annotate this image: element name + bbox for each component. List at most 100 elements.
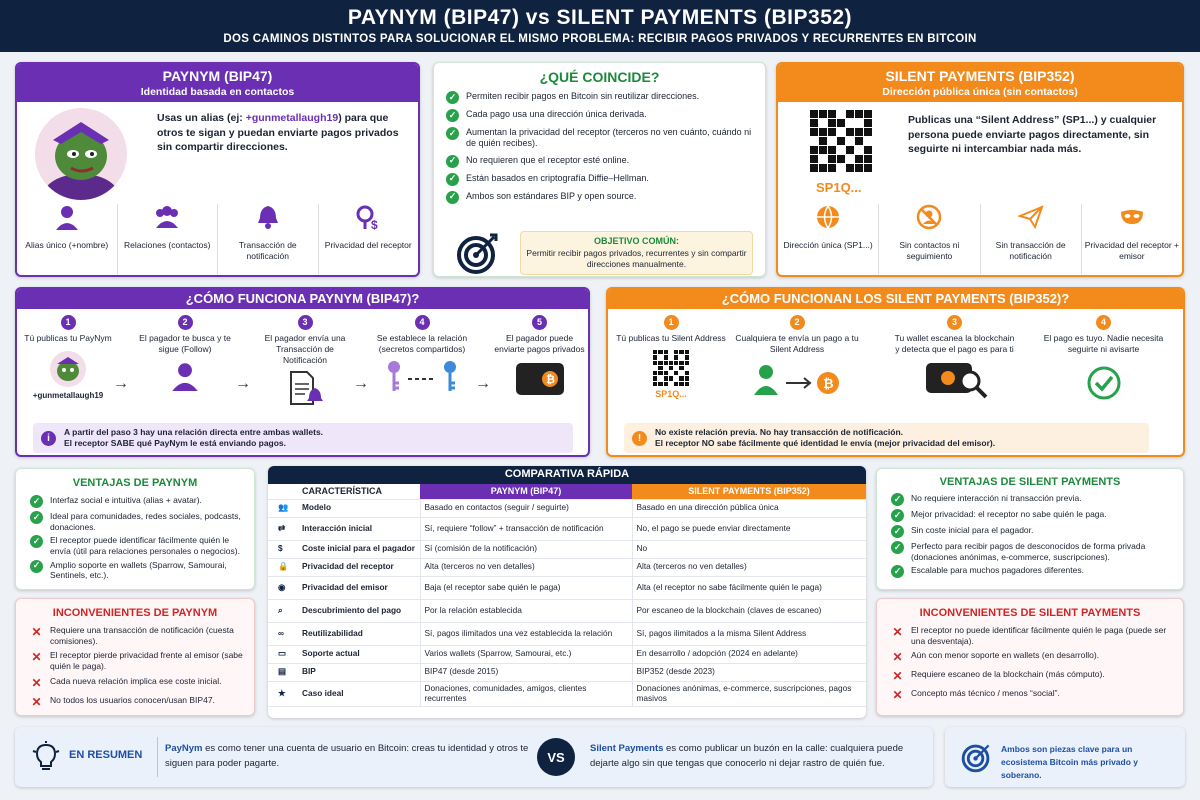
search-icon: ⌕: [278, 604, 283, 615]
paynym-card-header: PAYNYM (BIP47) Identidad basada en conta…: [17, 64, 418, 102]
table-cell-silent: Basado en una dirección pública única: [631, 499, 866, 518]
silent-step-1: 1 Tú publicas tu Silent Address SP1Q...: [616, 315, 726, 400]
cons-paynym-card: INCONVENIENTES DE PAYNYM ✕Requiere una t…: [15, 598, 255, 716]
info-icon: i: [41, 430, 56, 446]
table-header-silent: SILENT PAYMENTS (BIP352): [632, 484, 866, 500]
list-item: ✓Están basados en criptografía Diffie–He…: [446, 172, 758, 186]
page-subtitle: DOS CAMINOS DISTINTOS PARA SOLUCIONAR EL…: [223, 33, 977, 45]
how-silent-note: ! No existe relación previa. No hay tran…: [624, 423, 1149, 453]
paynym-step-4: 4 Se establece la relación (secretos com…: [372, 315, 472, 398]
list-item: ✓Escalable para muchos pagadores diferen…: [891, 565, 1173, 579]
check-icon: ✓: [446, 91, 459, 104]
dollar-icon: $: [278, 543, 283, 554]
pros-silent-list: ✓No requiere interacción ni transacción …: [877, 488, 1183, 579]
no-contacts-icon: [917, 204, 942, 230]
bitcoin-wallet-icon: ₿: [515, 363, 564, 396]
arrow-icon: →: [353, 375, 369, 392]
check-icon: ✓: [30, 495, 43, 508]
paynym-card: PAYNYM (BIP47) Identidad basada en conta…: [15, 62, 420, 277]
how-silent-card: ¿CÓMO FUNCIONAN LOS SILENT PAYMENTS (BIP…: [606, 287, 1185, 457]
how-paynym-card: ¿CÓMO FUNCIONA PAYNYM (BIP47)? 1 Tú publ…: [15, 287, 590, 457]
table-row: 👥Modelo Basado en contactos (seguir / se…: [268, 499, 866, 518]
check-icon: ✓: [891, 493, 904, 506]
check-icon: ✓: [446, 109, 459, 122]
table-cell-silent: Donaciones anónimas, e-commerce, suscrip…: [631, 681, 866, 707]
cross-icon: ✕: [892, 625, 903, 639]
table-header-feature: CARACTERÍSTICA: [268, 484, 420, 500]
table-cell-paynym: Sí (comisión de la notificación): [419, 540, 632, 559]
paynym-feature-alias: Alias único (+nombre): [17, 204, 118, 274]
vs-badge: VS: [537, 738, 575, 776]
check-icon: ✓: [30, 559, 43, 573]
check-circle-icon: [1087, 366, 1120, 400]
paynym-step-1: 1 Tú publicas tu PayNym +gunmetallaugh19: [24, 315, 112, 401]
table-cell-feature: ▭Soporte actual: [268, 645, 420, 664]
table-row: ⌕Descubrimiento del pago Por la relación…: [268, 599, 866, 623]
paynym-features: Alias único (+nombre) Relaciones (contac…: [17, 204, 418, 274]
table-row: ∞Reutilizabilidad Sí, pagos ilimitados u…: [268, 622, 866, 646]
svg-text:$: $: [371, 218, 378, 230]
lock-icon: 🔒: [278, 561, 289, 572]
table-cell-paynym: Varios wallets (Sparrow, Samourai, etc.): [419, 645, 632, 664]
paynym-feature-privacy: $ Privacidad del receptor: [319, 204, 419, 274]
list-item: ✓Aumentan la privacidad del receptor (te…: [446, 127, 758, 150]
closing-card: Ambos son piezas clave para un ecosistem…: [945, 727, 1185, 787]
summary-silent: Silent Payments es como publicar un buzó…: [590, 743, 904, 770]
table-cell-paynym: Por la relación establecida: [419, 599, 632, 623]
list-item: ✓Ideal para comunidades, redes sociales,…: [30, 511, 244, 532]
list-item: ✓El receptor puede identificar fácilment…: [30, 535, 244, 556]
cross-icon: ✕: [892, 669, 903, 684]
user-send-bitcoin-icon: ₿: [754, 365, 839, 396]
pros-paynym-card: VENTAJAS DE PAYNYM ✓Interfaz social e in…: [15, 468, 255, 590]
table-row: ▭Soporte actual Varios wallets (Sparrow,…: [268, 645, 866, 664]
list-item: ✓No requiere interacción ni transacción …: [891, 493, 1173, 506]
table-cell-feature: ⌕Descubrimiento del pago: [268, 599, 420, 623]
paynym-step-2: 2 El pagador te busca y te sigue (Follow…: [135, 315, 235, 394]
table-cell-paynym: Donaciones, comunidades, amigos, cliente…: [419, 681, 632, 707]
how-paynym-note: i A partir del paso 3 hay una relación d…: [33, 423, 573, 453]
qr-code: [653, 350, 689, 387]
table-cell-silent: Sí, pagos ilimitados a la misma Silent A…: [631, 622, 866, 646]
silent-feature-address: Dirección única (SP1...): [778, 204, 880, 274]
paynym-step-5: 5 El pagador puede enviarte pagos privad…: [492, 315, 587, 400]
header-banner: PAYNYM (BIP47) vs SILENT PAYMENTS (BIP35…: [0, 0, 1200, 52]
paynym-feature-notification: Transacción de notificación: [218, 204, 319, 274]
common-card: ¿QUÉ COINCIDE? ✓Permiten recibir pagos e…: [433, 62, 766, 277]
arrow-icon: →: [475, 375, 491, 392]
qr-code: [810, 110, 872, 172]
silent-step-2: 2 Cualquiera te envía un pago a tu Silen…: [732, 315, 862, 400]
summary-divider: [157, 737, 158, 777]
silent-feature-privacy: Privacidad del receptor + emisor: [1082, 204, 1182, 274]
summary-paynym: PayNym es como tener una cuenta de usuar…: [165, 743, 529, 770]
star-icon: ★: [278, 687, 286, 698]
lightbulb-icon: [32, 741, 60, 770]
goal-text: Permitir recibir pagos privados, recurre…: [526, 248, 747, 269]
arrows-icon: ⇄: [278, 522, 285, 533]
pros-silent-card: VENTAJAS DE SILENT PAYMENTS ✓No requiere…: [876, 468, 1184, 590]
silent-card-title: SILENT PAYMENTS (BIP352): [885, 68, 1075, 84]
silent-card-header: SILENT PAYMENTS (BIP352) Dirección públi…: [778, 64, 1182, 102]
pros-silent-title: VENTAJAS DE SILENT PAYMENTS: [939, 476, 1121, 488]
table-row: ◉Privacidad del emisor Baja (el receptor…: [268, 576, 866, 600]
qr-label: SP1Q...: [816, 180, 862, 195]
table-cell-silent: Alta (terceros no ven detalles): [631, 558, 866, 577]
summary-label: EN RESUMEN: [69, 749, 143, 761]
table-row: ▤BIP BIP47 (desde 2015) BIP352 (desde 20…: [268, 663, 866, 682]
infinity-icon: ∞: [278, 627, 284, 638]
cross-icon: ✕: [892, 650, 903, 665]
table-cell-paynym: Baja (el receptor sabe quién le paga): [419, 576, 632, 600]
cross-icon: ✕: [31, 650, 42, 665]
list-item: ✓Sin coste inicial para el pagador.: [891, 525, 1173, 538]
svg-text:₿: ₿: [823, 376, 834, 391]
list-item: ✕Requiere una transacción de notificació…: [31, 625, 234, 646]
wallet-scan-icon: [925, 363, 987, 399]
silent-feature-nocontacts: Sin contactos ni seguimiento: [879, 204, 981, 274]
cons-paynym-list: ✕Requiere una transacción de notificació…: [16, 619, 254, 710]
target-icon: [457, 233, 498, 274]
mask-icon: [1120, 210, 1143, 224]
paynym-card-title: PAYNYM (BIP47): [162, 68, 273, 84]
check-icon: ✓: [30, 535, 43, 549]
table-cell-feature: ⇄Interacción inicial: [268, 517, 420, 541]
check-icon: ✓: [891, 525, 904, 538]
table-cell-silent: No, el pago se puede enviar directamente: [631, 517, 866, 541]
